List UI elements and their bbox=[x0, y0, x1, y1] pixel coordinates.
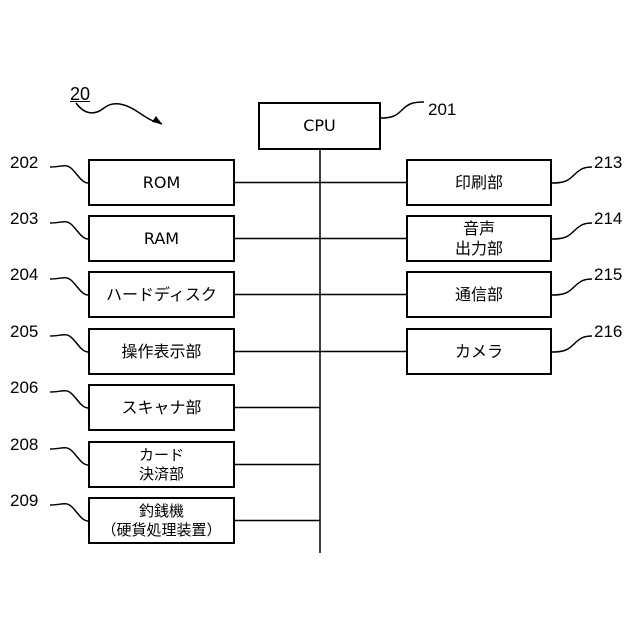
right-block-label: 印刷部 bbox=[455, 173, 503, 193]
right-block-ref: 214 bbox=[594, 209, 622, 229]
left-block-0: ROM bbox=[88, 159, 235, 206]
right-block-0: 印刷部 bbox=[406, 159, 552, 206]
left-ref-leader bbox=[50, 335, 88, 352]
right-block-ref: 215 bbox=[594, 265, 622, 285]
cpu-block: CPU bbox=[258, 102, 381, 150]
left-block-label: ROM bbox=[143, 173, 181, 193]
left-block-2: ハードディスク bbox=[88, 271, 235, 318]
left-ref-leader bbox=[50, 222, 88, 239]
left-ref-leader bbox=[50, 448, 88, 465]
left-ref-leader bbox=[50, 391, 88, 408]
right-block-label: 音声 出力部 bbox=[455, 219, 503, 259]
left-block-label: RAM bbox=[144, 229, 179, 249]
left-block-label: カード 決済部 bbox=[139, 446, 184, 484]
right-ref-leader bbox=[552, 336, 592, 352]
right-block-ref: 213 bbox=[594, 153, 622, 173]
right-block-ref: 216 bbox=[594, 322, 622, 342]
left-block-5: カード 決済部 bbox=[88, 441, 235, 488]
arrow-head-icon bbox=[152, 116, 162, 124]
cpu-ref-leader bbox=[381, 102, 424, 118]
right-block-label: カメラ bbox=[455, 342, 503, 362]
right-ref-leader bbox=[552, 167, 592, 183]
figure-label: 20 bbox=[70, 84, 90, 105]
left-block-4: スキャナ部 bbox=[88, 384, 235, 431]
left-block-label: スキャナ部 bbox=[121, 398, 201, 418]
left-block-3: 操作表示部 bbox=[88, 328, 235, 375]
left-block-ref: 202 bbox=[10, 153, 38, 173]
right-block-label: 通信部 bbox=[455, 285, 503, 305]
left-block-label: ハードディスク bbox=[106, 285, 217, 305]
left-block-1: RAM bbox=[88, 215, 235, 262]
left-block-ref: 209 bbox=[10, 491, 38, 511]
left-block-ref: 208 bbox=[10, 435, 38, 455]
cpu-label: CPU bbox=[303, 116, 336, 136]
left-ref-leader bbox=[50, 504, 88, 521]
right-block-2: 通信部 bbox=[406, 271, 552, 318]
left-ref-leader bbox=[50, 166, 88, 183]
right-ref-leader bbox=[552, 279, 592, 295]
cpu-ref: 201 bbox=[428, 100, 456, 120]
right-ref-leader bbox=[552, 223, 592, 239]
left-block-label: 操作表示部 bbox=[121, 342, 201, 362]
left-block-ref: 204 bbox=[10, 265, 38, 285]
left-block-ref: 206 bbox=[10, 378, 38, 398]
right-block-3: カメラ bbox=[406, 328, 552, 375]
figure-ref-arrow bbox=[76, 103, 162, 124]
left-block-6: 釣銭機 （硬貨処理装置） bbox=[88, 497, 235, 544]
left-ref-leader bbox=[50, 278, 88, 295]
left-block-ref: 205 bbox=[10, 322, 38, 342]
left-block-ref: 203 bbox=[10, 209, 38, 229]
right-block-1: 音声 出力部 bbox=[406, 215, 552, 262]
left-block-label: 釣銭機 （硬貨処理装置） bbox=[101, 502, 221, 540]
